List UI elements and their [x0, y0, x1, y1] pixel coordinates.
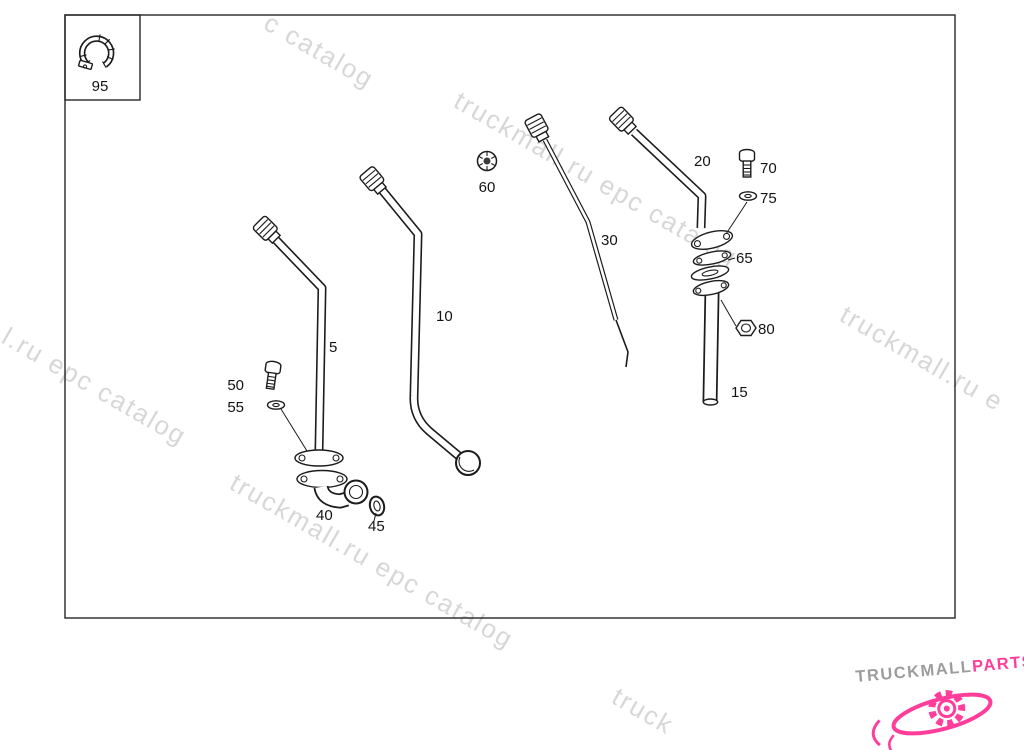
part-label-55: 55 [227, 399, 244, 416]
elbow-40 [296, 469, 369, 509]
diagram-border [64, 14, 956, 619]
bolt-70 [738, 148, 756, 178]
logo-wheel-icon [871, 690, 993, 750]
logo-wordmark: TRUCKMALLPARTS [855, 652, 1024, 686]
nut-60 [476, 150, 498, 172]
nut-80 [735, 319, 757, 337]
pipe-20 [607, 105, 734, 250]
watermark-text: truckmall.ru e [835, 299, 1009, 417]
logo-suffix-text: PARTS [971, 652, 1024, 675]
part-label-15: 15 [731, 384, 748, 401]
part-label-60: 60 [479, 179, 496, 196]
dipstick-30 [523, 112, 629, 368]
washer-75 [738, 191, 758, 201]
part-label-95: 95 [92, 78, 109, 95]
part-label-70: 70 [760, 160, 777, 177]
pipe-5 [251, 214, 344, 467]
part-label-10: 10 [436, 308, 453, 325]
logo: TRUCKMALLPARTS [855, 652, 1024, 750]
tube-15-flange [692, 279, 730, 297]
leader-lines [280, 201, 748, 522]
bolt-50 [261, 359, 283, 391]
part-label-50: 50 [227, 377, 244, 394]
part-label-45: 45 [368, 518, 385, 535]
watermark-text: l.ru epc catalog [0, 321, 192, 451]
part-label-40: 40 [316, 507, 333, 524]
pipe-5-flange [294, 449, 344, 467]
gaskets-65 [690, 250, 732, 281]
part-labels: 95 60 20 70 75 30 65 10 5 80 50 55 15 40… [92, 78, 777, 535]
logo-brand-text: TRUCKMALL [855, 658, 973, 686]
watermark-text: truck [607, 681, 679, 740]
part-label-30: 30 [601, 232, 618, 249]
part-label-20: 20 [694, 153, 711, 170]
watermark-text: c catalog [259, 7, 380, 94]
pipe-20-flange [690, 230, 734, 250]
tube-15 [692, 279, 730, 406]
legend-box [64, 14, 141, 101]
ring-45 [368, 495, 386, 517]
clamp-95-drawing [77, 34, 115, 71]
watermark-text: truckmall.ru epc catalog [225, 467, 519, 654]
part-label-65: 65 [736, 250, 753, 267]
part-label-75: 75 [760, 190, 777, 207]
watermark-layer: c catalog truckmall.ru epc catalog l.ru … [0, 7, 1009, 740]
part-label-5: 5 [329, 339, 337, 356]
pipe-10 [358, 164, 481, 476]
part-label-80: 80 [758, 321, 775, 338]
washer-55 [266, 400, 286, 410]
